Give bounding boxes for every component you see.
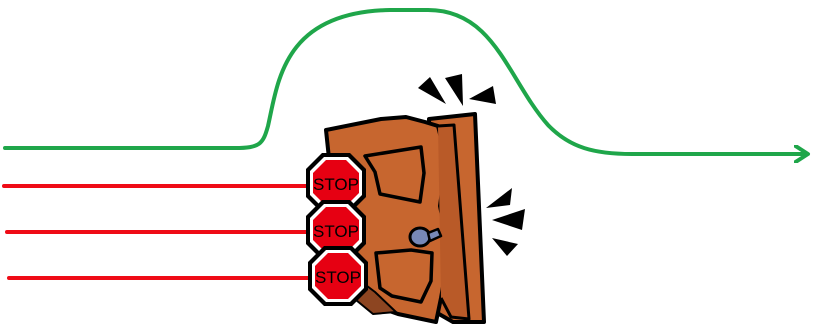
burst-mark-6 bbox=[492, 238, 518, 256]
burst-mark-1 bbox=[418, 77, 446, 104]
stop-sign-label: STOP bbox=[313, 222, 359, 241]
burst-mark-3 bbox=[469, 86, 496, 104]
burst-mark-5 bbox=[492, 209, 525, 230]
burst-mark-2 bbox=[445, 74, 463, 106]
stop-sign-icon: STOP bbox=[308, 246, 368, 306]
blocked-red-lines bbox=[4, 186, 314, 278]
stop-signs: STOP STOP STOP bbox=[306, 153, 368, 306]
stop-sign-label: STOP bbox=[315, 268, 361, 287]
stop-sign-label: STOP bbox=[313, 175, 359, 194]
burst-mark-4 bbox=[486, 188, 512, 208]
